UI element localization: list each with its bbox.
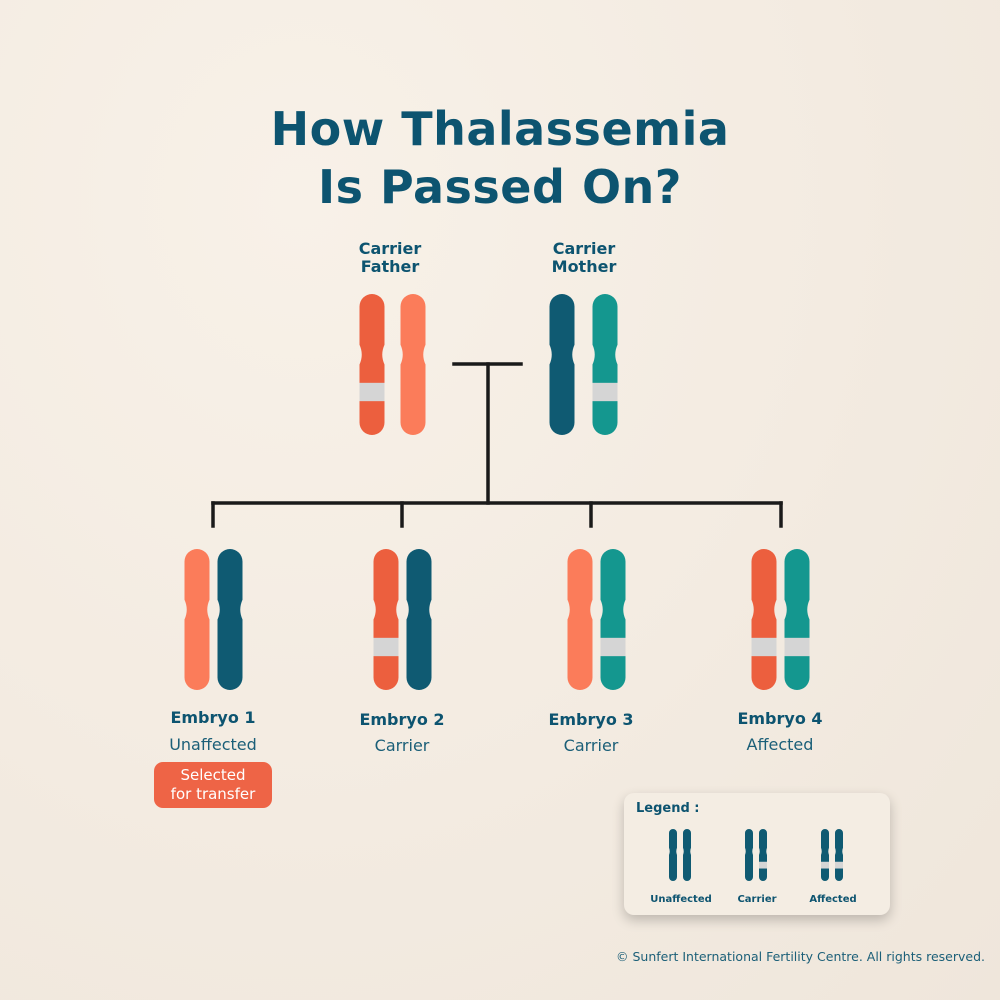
legend-unaffected-chromosome-1-body	[669, 829, 677, 881]
father-chromosome-2-body	[400, 293, 426, 435]
legend-label-carrier: Carrier	[737, 894, 777, 905]
legend-title: Legend :	[636, 801, 700, 816]
legend-carrier-chromosome-1-body	[745, 829, 753, 881]
legend-card: Legend : Unaffected Carrier Affected	[624, 793, 890, 915]
mother-chromosome-1-body	[549, 293, 575, 435]
father-label-line-1: Carrier	[358, 239, 422, 258]
legend-unaffected-chromosome-1	[669, 829, 677, 881]
embryo-2-status: Carrier	[374, 736, 430, 755]
embryo-1-chromosome-1-body	[184, 549, 210, 690]
copyright-footer: © Sunfert International Fertility Centre…	[615, 949, 985, 964]
legend-affected-chromosome-2-mutation-band	[835, 861, 843, 869]
father-chromosome-2	[400, 293, 426, 435]
mother-chromosome-2-body	[592, 293, 618, 435]
selected-badge-line-1: Selected	[180, 766, 246, 784]
legend-label-affected: Affected	[809, 894, 857, 905]
father-label-line-2: Father	[360, 257, 420, 276]
embryo-3-status: Carrier	[563, 736, 619, 755]
embryo-2-chromosome-1-body	[373, 549, 399, 690]
legend-affected-chromosome-1-mutation-band	[821, 861, 829, 869]
embryo-1-name: Embryo 1	[170, 708, 256, 727]
father-chromosome-1-mutation-band	[359, 382, 385, 402]
page-title: How Thalassemia Is Passed On?	[0, 100, 1000, 216]
legend-icons	[669, 829, 843, 881]
embryo-2-chromosome-1-mutation-band	[373, 637, 399, 657]
title-line-1: How Thalassemia	[270, 102, 730, 156]
legend-carrier-chromosome-2	[759, 829, 767, 881]
mother-chromosome-1	[549, 293, 575, 435]
embryo-2-chromosome-2-body	[406, 549, 432, 690]
family-tree-connector	[211, 362, 783, 528]
legend-affected-chromosome-2-body	[835, 829, 843, 881]
embryo-3-chromosome-2	[600, 549, 626, 690]
legend-affected-chromosome-1	[821, 829, 829, 881]
selected-for-transfer-badge: Selected for transfer	[154, 762, 272, 808]
mother-label-line-2: Mother	[551, 257, 617, 276]
father-chromosome-1	[359, 293, 385, 435]
father-label: Carrier Father	[310, 240, 470, 276]
legend-label-unaffected: Unaffected	[650, 894, 712, 905]
embryo-4-chromosome-1-body	[751, 549, 777, 690]
selected-badge-line-2: for transfer	[170, 785, 256, 803]
embryo-2-name: Embryo 2	[359, 710, 445, 729]
embryo-4-chromosome-2	[784, 549, 810, 690]
legend-unaffected-chromosome-2	[683, 829, 691, 881]
mother-label: Carrier Mother	[504, 240, 664, 276]
embryo-1-chromosome-1	[184, 549, 210, 690]
legend-unaffected-chromosome-2-body	[683, 829, 691, 881]
father-chromosome-1-body	[359, 293, 385, 435]
embryo-1-chromosome-2	[217, 549, 243, 690]
embryo-4-chromosome-2-mutation-band	[784, 637, 810, 657]
embryo-4-chromosome-2-body	[784, 549, 810, 690]
embryo-4-chromosome-1	[751, 549, 777, 690]
embryo-4-status: Affected	[746, 735, 814, 754]
legend-carrier-chromosome-2-mutation-band	[759, 861, 767, 869]
embryo-1-chromosome-2-body	[217, 549, 243, 690]
embryo-3-chromosome-2-mutation-band	[600, 637, 626, 657]
embryo-3-chromosome-2-body	[600, 549, 626, 690]
embryo-1-status: Unaffected	[169, 735, 257, 754]
embryo-2-chromosome-2	[406, 549, 432, 690]
title-line-2: Is Passed On?	[318, 160, 682, 214]
embryo-3-chromosome-1	[567, 549, 593, 690]
legend-affected-chromosome-1-body	[821, 829, 829, 881]
embryo-3-chromosome-1-body	[567, 549, 593, 690]
mother-chromosome-2-mutation-band	[592, 382, 618, 402]
embryo-3-name: Embryo 3	[548, 710, 634, 729]
mother-label-line-1: Carrier	[552, 239, 616, 258]
legend-affected-chromosome-2	[835, 829, 843, 881]
legend-carrier-chromosome-1	[745, 829, 753, 881]
embryo-2-chromosome-1	[373, 549, 399, 690]
embryo-4-chromosome-1-mutation-band	[751, 637, 777, 657]
mother-chromosome-2	[592, 293, 618, 435]
legend-carrier-chromosome-2-body	[759, 829, 767, 881]
embryo-4-name: Embryo 4	[737, 709, 823, 728]
